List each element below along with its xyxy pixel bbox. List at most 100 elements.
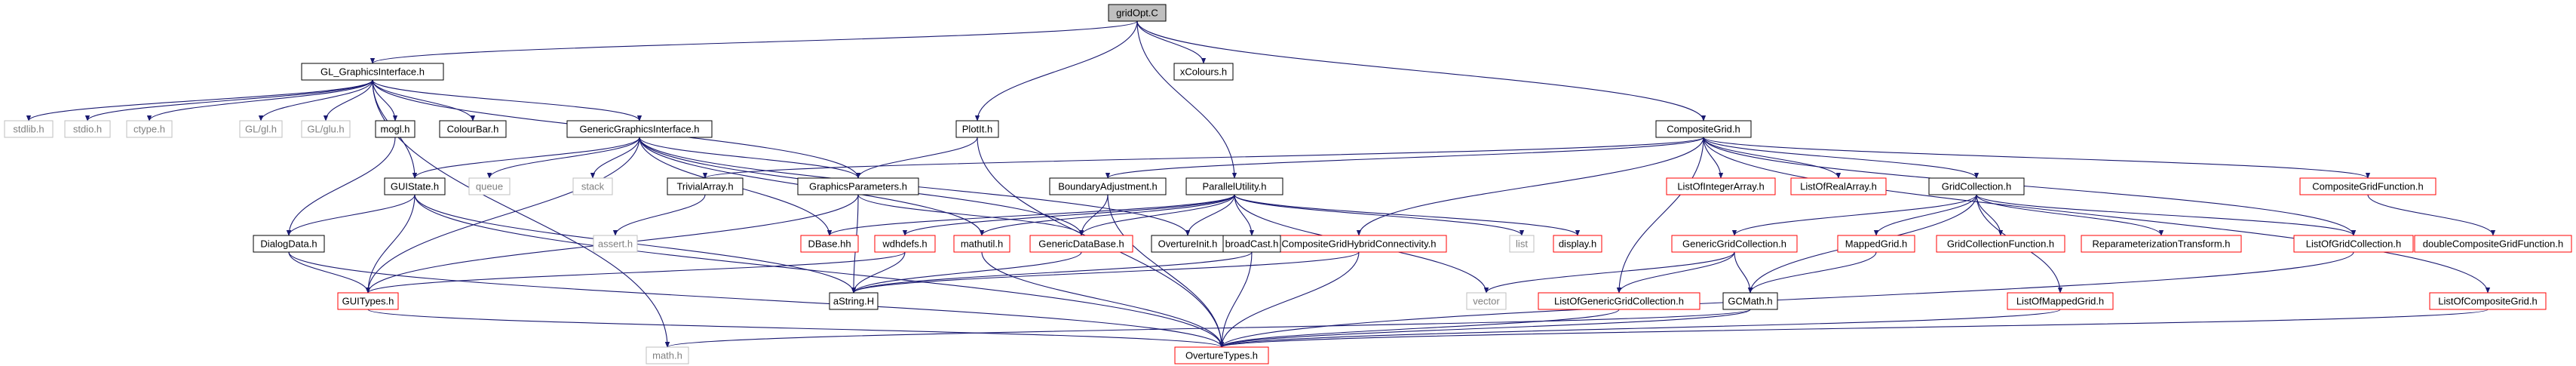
node-GenericDataBase[interactable]: GenericDataBase.h	[1029, 235, 1133, 253]
node-box	[1049, 177, 1167, 195]
node-stdio[interactable]: stdio.h	[64, 120, 111, 138]
node-OvertureTypes[interactable]: OvertureTypes.h	[1174, 346, 1269, 364]
node-label: GL/gl.h	[245, 124, 277, 135]
node-queue[interactable]: queue	[468, 177, 511, 195]
node-ParallelUtility[interactable]: ParallelUtility.h	[1185, 177, 1283, 195]
node-box	[2299, 177, 2436, 195]
node-box	[2007, 292, 2114, 310]
edge-GL_Graphics-to-GLgl	[258, 79, 373, 121]
edge-gridOpt-to-CompositeGrid	[1136, 20, 1707, 121]
node-GridCollection[interactable]: GridCollection.h	[1928, 177, 2025, 195]
edge-ListOfGridCollection-to-OvertureTypes	[1219, 251, 2354, 348]
node-doubleCGF[interactable]: doubleCompositeGridFunction.h	[2414, 235, 2572, 253]
node-stdlib[interactable]: stdlib.h	[4, 120, 54, 138]
node-label: MappedGrid.h	[1845, 238, 1907, 250]
node-gridOpt[interactable]: gridOpt.C	[1108, 4, 1167, 22]
node-ColourBar[interactable]: ColourBar.h	[439, 120, 507, 138]
node-box	[1174, 346, 1269, 364]
node-ctype[interactable]: ctype.h	[126, 120, 173, 138]
node-ListOfGridCollection[interactable]: ListOfGridCollection.h	[2293, 235, 2414, 253]
edge-ParallelUtility-to-list	[1234, 194, 1525, 236]
node-label: stdio.h	[73, 124, 102, 135]
node-math[interactable]: math.h	[646, 346, 689, 364]
node-ListOfIntegerArray[interactable]: ListOfIntegerArray.h	[1666, 177, 1776, 195]
edge-BoundaryAdjustment-to-OvertureTypes	[1107, 194, 1225, 348]
node-GLglu[interactable]: GL/glu.h	[301, 120, 351, 138]
node-vector[interactable]: vector	[1466, 292, 1507, 310]
node-label: assert.h	[598, 238, 633, 250]
node-xColours[interactable]: xColours.h	[1173, 63, 1234, 81]
node-GUIState[interactable]: GUIState.h	[384, 177, 446, 195]
node-GLgl[interactable]: GL/gl.h	[239, 120, 283, 138]
edge-DialogData-to-OvertureTypes	[288, 251, 1225, 348]
node-GenericGraphics[interactable]: GenericGraphicsInterface.h	[566, 120, 713, 138]
node-layer: gridOpt.C GL_GraphicsInterface.h xColours.…	[4, 4, 2572, 364]
node-DialogData[interactable]: DialogData.h	[253, 235, 325, 253]
node-ListOfRealArray[interactable]: ListOfRealArray.h	[1790, 177, 1887, 195]
edge-GL_Graphics-to-math	[372, 79, 670, 348]
node-box	[566, 120, 713, 138]
node-GraphicsParameters[interactable]: GraphicsParameters.h	[797, 177, 919, 195]
node-GUITypes[interactable]: GUITypes.h	[337, 292, 399, 310]
edge-CompositeGrid-to-CompositeGridFunction	[1703, 137, 2370, 179]
edge-CompositeGrid-to-ListOfCompositeGrid	[1703, 137, 2491, 294]
node-box	[646, 346, 689, 364]
edge-gridOpt-to-GL_Graphics	[370, 20, 1138, 64]
node-label: vector	[1473, 296, 1500, 307]
edge-ParallelUtility-to-wdhdefs	[902, 194, 1235, 236]
node-broadCast[interactable]: broadCast.h	[1222, 235, 1281, 253]
node-list[interactable]: list	[1509, 235, 1535, 253]
node-label: GL/glu.h	[307, 124, 344, 135]
node-display[interactable]: display.h	[1553, 235, 1602, 253]
node-label: OvertureTypes.h	[1185, 350, 1258, 361]
node-label: BoundaryAdjustment.h	[1058, 181, 1158, 192]
edge-CompositeGrid-to-ListOfGenericGC	[1616, 137, 1704, 294]
node-Reparam[interactable]: ReparameterizationTransform.h	[2081, 235, 2242, 253]
node-GridCollectionFunction[interactable]: GridCollectionFunction.h	[1936, 235, 2065, 253]
node-CompositeGrid[interactable]: CompositeGrid.h	[1655, 120, 1752, 138]
node-CompositeGridFunction[interactable]: CompositeGridFunction.h	[2299, 177, 2436, 195]
node-GCMath[interactable]: GCMath.h	[1722, 292, 1778, 310]
node-aString[interactable]: aString.H	[829, 292, 879, 310]
node-box	[1928, 177, 2025, 195]
edge-wdhdefs-to-GUITypes	[366, 251, 906, 294]
node-MappedGrid[interactable]: MappedGrid.h	[1837, 235, 1915, 253]
node-CompositeGridHybrid[interactable]: CompositeGridHybridConnectivity.h	[1271, 235, 1447, 253]
node-stack[interactable]: stack	[572, 177, 613, 195]
node-label: GridCollection.h	[1942, 181, 2012, 192]
node-TrivialArray[interactable]: TrivialArray.h	[667, 177, 744, 195]
node-GenericGridCollection[interactable]: GenericGridCollection.h	[1671, 235, 1798, 253]
edge-ParallelUtility-to-GenericDataBase	[1078, 194, 1235, 236]
node-box	[439, 120, 507, 138]
node-label: CompositeGrid.h	[1667, 124, 1740, 135]
node-label: GUITypes.h	[342, 296, 394, 307]
node-wdhdefs[interactable]: wdhdefs.h	[874, 235, 936, 253]
node-box	[1222, 235, 1281, 253]
node-OvertureInit[interactable]: OvertureInit.h	[1151, 235, 1225, 253]
node-GL_Graphics[interactable]: GL_GraphicsInterface.h	[301, 63, 444, 81]
node-label: ListOfRealArray.h	[1800, 181, 1877, 192]
edge-GL_Graphics-to-ctype	[146, 79, 373, 121]
node-BoundaryAdjustment[interactable]: BoundaryAdjustment.h	[1049, 177, 1167, 195]
edge-ParallelUtility-to-mathutil	[979, 194, 1235, 236]
node-label: math.h	[652, 350, 682, 361]
edge-DialogData-to-GUITypes	[288, 251, 371, 294]
edge-CompositeGrid-to-CompositeGridHybrid	[1356, 137, 1704, 236]
edge-wdhdefs-to-aString	[851, 251, 906, 294]
edge-ListOfMappedGrid-to-OvertureTypes	[1219, 309, 2061, 348]
node-mogl[interactable]: mogl.h	[375, 120, 416, 138]
node-DBase[interactable]: DBase.hh	[800, 235, 859, 253]
node-label: ReparameterizationTransform.h	[2092, 238, 2230, 250]
edge-CompositeGrid-to-BoundaryAdjustment	[1106, 137, 1704, 179]
node-label: stdlib.h	[13, 124, 44, 135]
node-label: ListOfGridCollection.h	[2306, 238, 2401, 250]
node-ListOfCompositeGrid[interactable]: ListOfCompositeGrid.h	[2429, 292, 2547, 310]
node-mathutil[interactable]: mathutil.h	[953, 235, 1010, 253]
node-box	[1029, 235, 1133, 253]
node-assert[interactable]: assert.h	[593, 235, 638, 253]
node-ListOfMappedGrid[interactable]: ListOfMappedGrid.h	[2007, 292, 2114, 310]
node-box	[301, 120, 351, 138]
node-Plotit[interactable]: PlotIt.h	[955, 120, 999, 138]
node-ListOfGenericGC[interactable]: ListOfGenericGridCollection.h	[1538, 292, 1700, 310]
edge-GenericGridCollection-to-ListOfGenericGC	[1616, 251, 1735, 294]
